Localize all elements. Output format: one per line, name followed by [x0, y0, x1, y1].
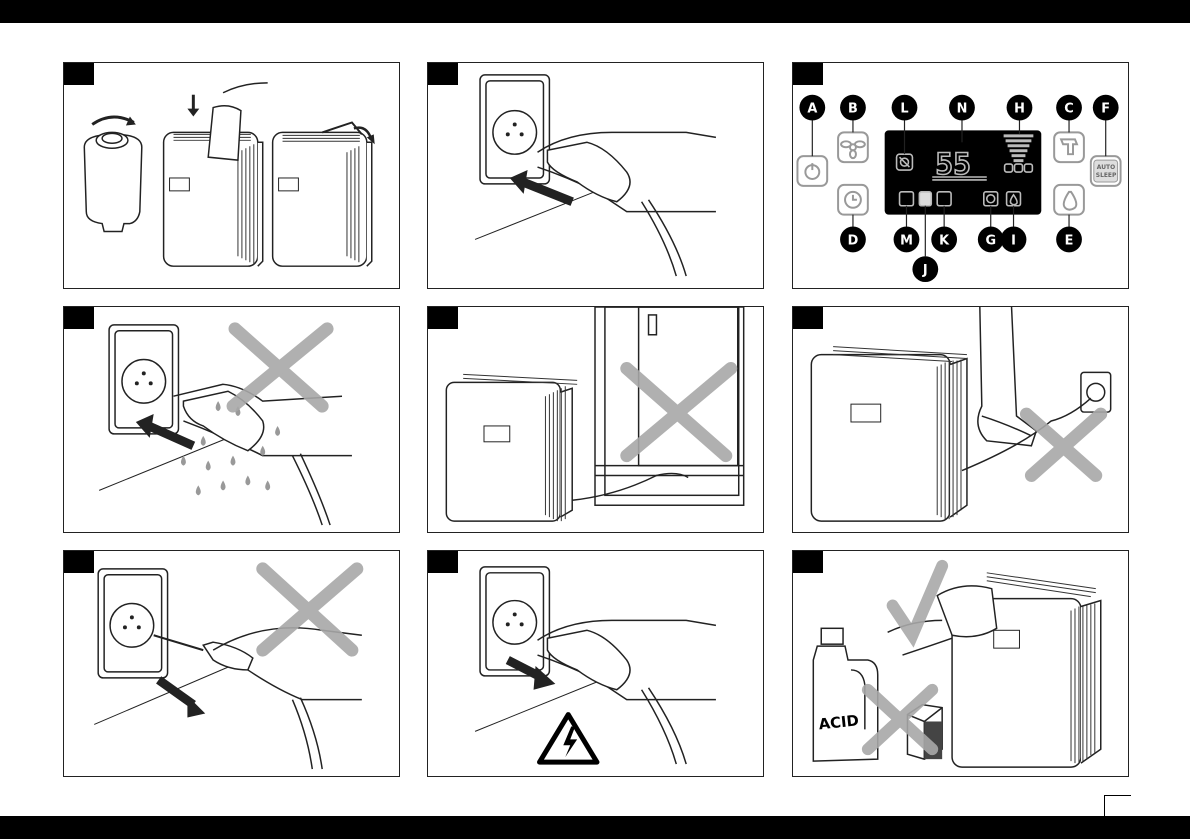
label-h: H: [1014, 102, 1025, 117]
cross-icon: [263, 569, 357, 650]
label-k: K: [939, 233, 950, 248]
panel-number-tag: [428, 551, 458, 573]
panel-no-cable-through-window: [427, 306, 764, 533]
panel-no-wet-hands: [63, 306, 400, 533]
illustration-window: [428, 307, 763, 532]
label-l: L: [900, 102, 908, 117]
label-d: D: [848, 233, 859, 248]
panel-unplug-electric-hazard: [427, 550, 764, 777]
panel-number-tag: [64, 63, 94, 85]
sleep-label: SLEEP: [1096, 172, 1117, 179]
label-i: I: [1011, 233, 1016, 248]
cross-icon: [1026, 414, 1100, 475]
panel-number-tag: [64, 307, 94, 329]
panel-no-tripping-cable: [792, 306, 1129, 533]
illustration-tripping: [793, 307, 1128, 532]
panel-number-tag: [793, 307, 823, 329]
top-bar: [0, 0, 1190, 23]
cross-icon: [627, 368, 731, 455]
label-f: F: [1101, 102, 1110, 117]
panel-number-tag: [793, 63, 823, 85]
illustration-pull-cable: [64, 551, 399, 776]
label-c: C: [1064, 102, 1073, 117]
illustration-wet-hands: [64, 307, 399, 532]
power-button-outline: [797, 156, 827, 186]
panel-do-not-pull-cable: [63, 550, 400, 777]
illustration-cleaning: ACID: [793, 551, 1128, 776]
auto-label: AUTO: [1097, 164, 1115, 171]
control-panel-diagram: 55 AUTO SLEEP: [793, 63, 1128, 288]
label-j: J: [922, 263, 928, 278]
panel-control-panel: 55 AUTO SLEEP: [792, 62, 1129, 289]
illustration-plug-in: [428, 63, 763, 288]
panel-number-tag: [428, 63, 458, 85]
panel-fill-water-tank: [63, 62, 400, 289]
check-icon: [893, 566, 943, 635]
panel-number-tag: [64, 551, 94, 573]
page-number-box: [1104, 795, 1131, 816]
panel-number-tag: [428, 307, 458, 329]
label-g: G: [985, 233, 996, 248]
label-b: B: [848, 102, 858, 117]
label-m: M: [900, 233, 913, 248]
illustration-unplug: [428, 551, 763, 776]
bottom-bar: [0, 816, 1190, 839]
illustration-fill-tank: [64, 63, 399, 288]
cross-icon: [233, 329, 327, 406]
panel-plug-in-power: [427, 62, 764, 289]
panel-cleaning: ACID: [792, 550, 1129, 777]
warning-icon: [539, 715, 596, 763]
label-n: N: [957, 102, 968, 117]
panel-number-tag: [793, 551, 823, 573]
label-e: E: [1065, 233, 1074, 248]
label-a: A: [807, 102, 817, 117]
